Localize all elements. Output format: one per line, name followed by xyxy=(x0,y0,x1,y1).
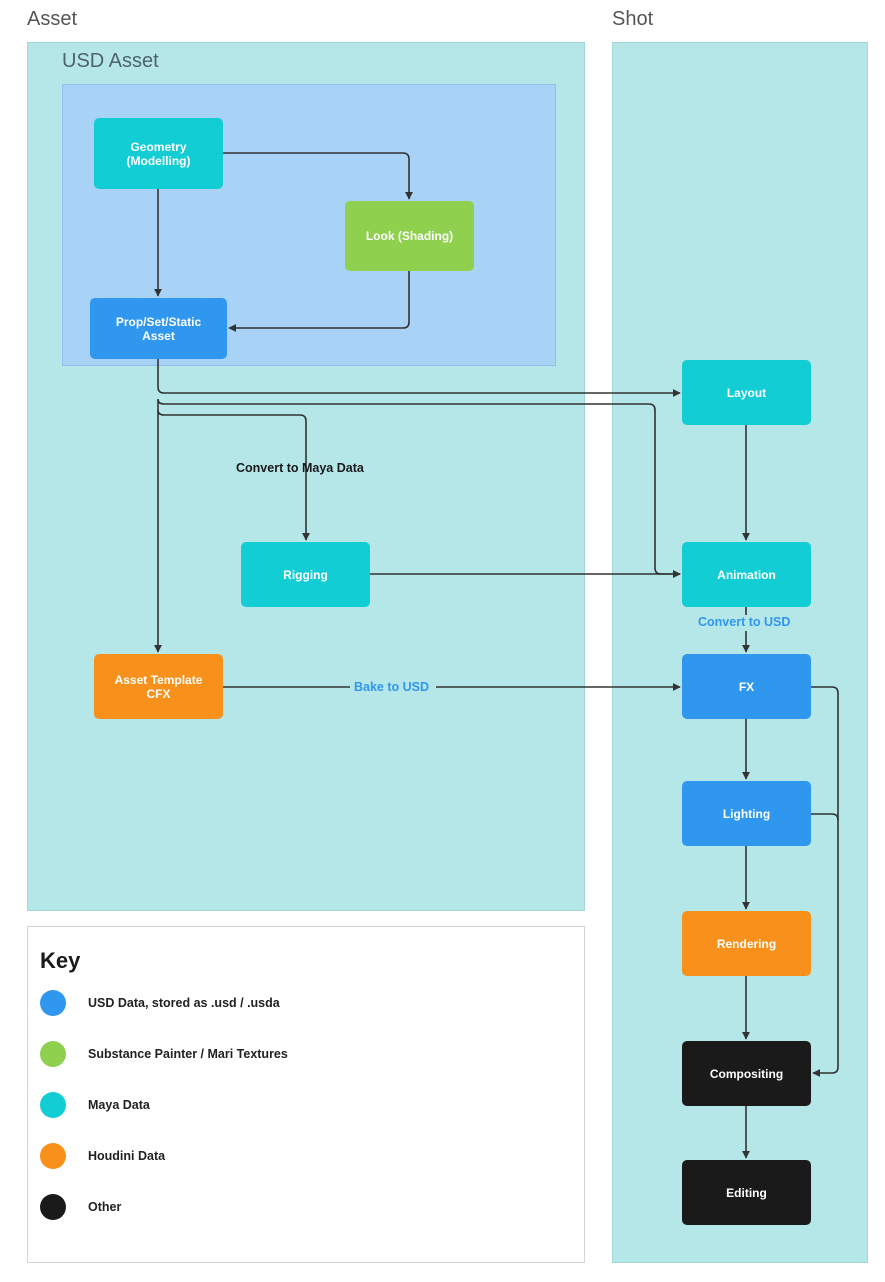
key-dot-usd xyxy=(40,990,66,1016)
edge-label-bake-usd: Bake to USD xyxy=(354,680,430,694)
key-dot-maya xyxy=(40,1092,66,1118)
key-label-usd: USD Data, stored as .usd / .usda xyxy=(88,996,280,1010)
key-dot-other xyxy=(40,1194,66,1220)
node-compositing[interactable]: Compositing xyxy=(682,1041,811,1106)
node-animation[interactable]: Animation xyxy=(682,542,811,607)
key-label-houdini: Houdini Data xyxy=(88,1149,166,1163)
node-rendering[interactable]: Rendering xyxy=(682,911,811,976)
node-fx[interactable]: FX xyxy=(682,654,811,719)
key-item-substance: Substance Painter / Mari Textures xyxy=(40,1041,288,1067)
key-panel xyxy=(27,926,585,1263)
node-asset-template-cfx[interactable]: Asset Template CFX xyxy=(94,654,223,719)
key-label-other: Other xyxy=(88,1200,122,1214)
shot-section-title: Shot xyxy=(612,8,654,30)
node-lighting[interactable]: Lighting xyxy=(682,781,811,846)
key-title: Key xyxy=(40,948,81,973)
node-prop-set-static-asset[interactable]: Prop/Set/Static Asset xyxy=(90,298,227,359)
key-item-other: Other xyxy=(40,1194,121,1220)
edge-label-convert-maya: Convert to Maya Data xyxy=(236,461,364,475)
node-editing[interactable]: Editing xyxy=(682,1160,811,1225)
key-label-maya: Maya Data xyxy=(88,1098,150,1112)
key-label-substance: Substance Painter / Mari Textures xyxy=(88,1047,288,1061)
key-item-usd: USD Data, stored as .usd / .usda xyxy=(40,990,280,1016)
edge-label-convert-usd: Convert to USD xyxy=(698,615,791,629)
node-look[interactable]: Look (Shading) xyxy=(345,201,474,271)
key-dot-houdini xyxy=(40,1143,66,1169)
usd-asset-title: USD Asset xyxy=(62,50,159,72)
key-item-houdini: Houdini Data xyxy=(40,1143,165,1169)
key-dot-substance xyxy=(40,1041,66,1067)
node-rigging[interactable]: Rigging xyxy=(241,542,370,607)
key-item-maya: Maya Data xyxy=(40,1092,150,1118)
node-layout[interactable]: Layout xyxy=(682,360,811,425)
asset-section-title: Asset xyxy=(27,8,78,30)
node-geometry[interactable]: Geometry (Modelling) xyxy=(94,118,223,189)
